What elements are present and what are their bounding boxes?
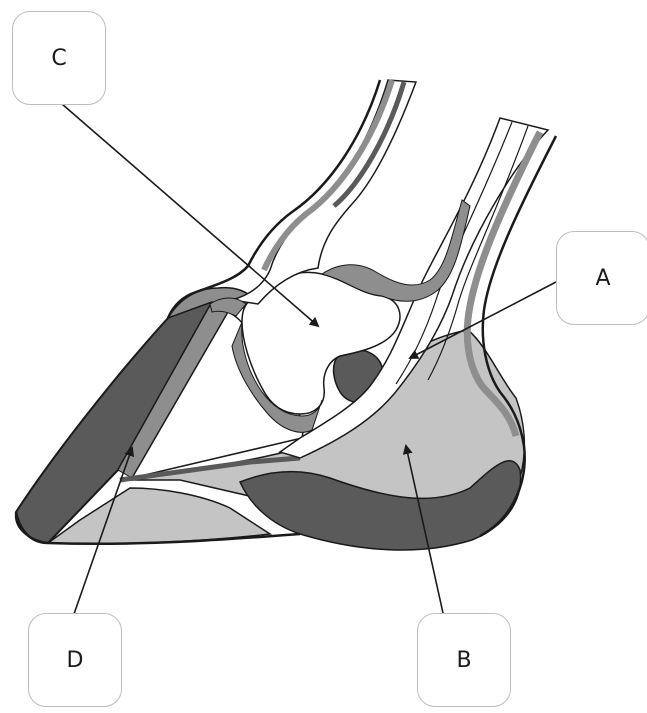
pointer-c (62, 104, 318, 326)
label-a: A (556, 231, 647, 325)
label-c: C (12, 11, 106, 105)
extensor-tendon (232, 80, 416, 304)
label-d: D (28, 613, 122, 707)
label-b: B (417, 613, 511, 707)
